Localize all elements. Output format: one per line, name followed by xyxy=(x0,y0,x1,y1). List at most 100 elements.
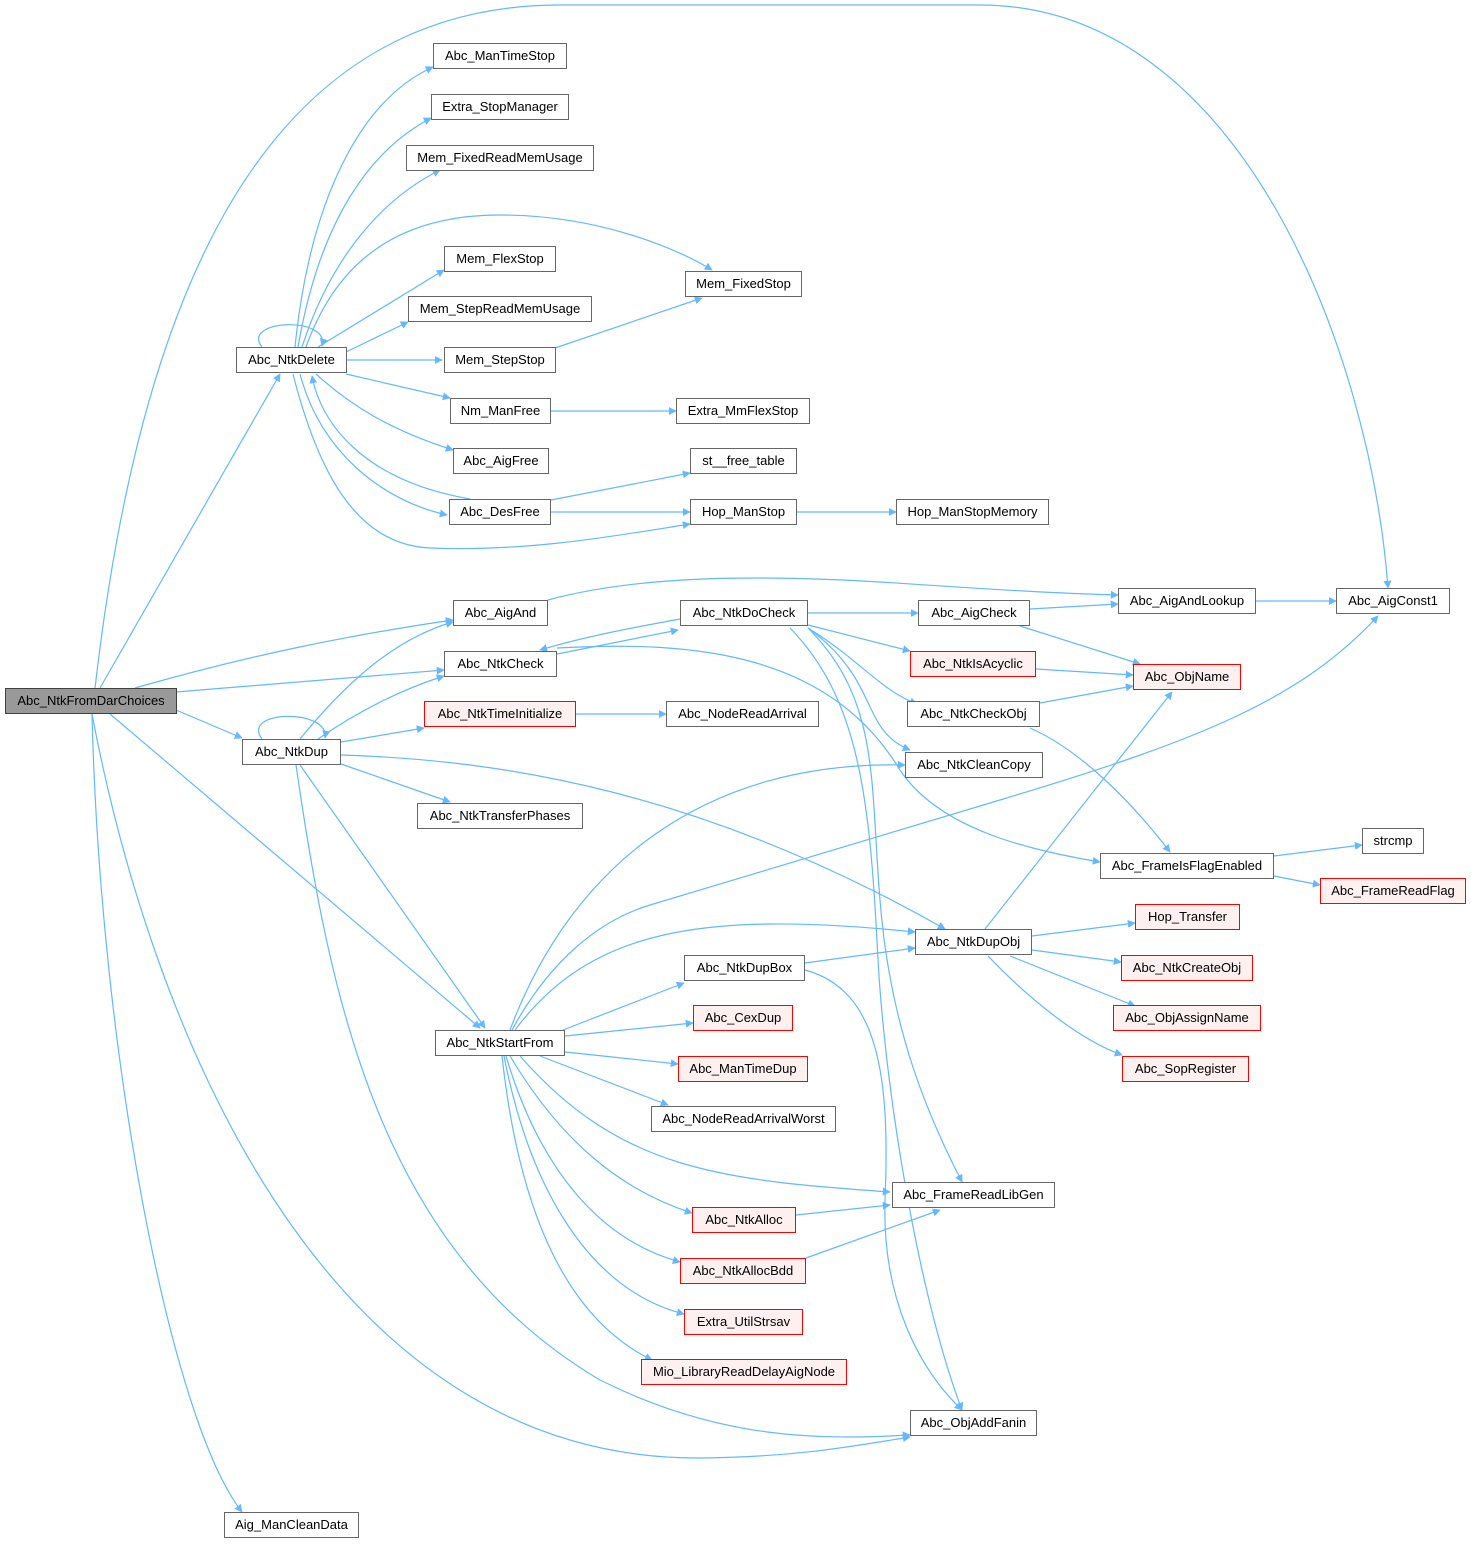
edge-ntkstartfrom-mantimedup xyxy=(564,1051,679,1068)
node-abc-ntkisacyclic[interactable]: Abc_NtkIsAcyclic xyxy=(910,651,1036,677)
node-abc-ntkdup[interactable]: Abc_NtkDup xyxy=(242,739,341,765)
edge-ntkdelete-nmmanfree xyxy=(345,373,451,401)
edge-ntkdup-objaddfanin xyxy=(295,764,911,1440)
edge-root-objaddfanin xyxy=(91,713,911,1459)
node-abc-aigandlookup[interactable]: Abc_AigAndLookup xyxy=(1118,588,1256,614)
edge-aigcheck-objname xyxy=(1019,625,1141,666)
node-abc-objaddfanin[interactable]: Abc_ObjAddFanin xyxy=(910,1410,1037,1436)
node-abc-ntkdupbox[interactable]: Abc_NtkDupBox xyxy=(684,955,805,981)
node-abc-ntkdupobj[interactable]: Abc_NtkDupObj xyxy=(915,929,1032,955)
node-abc-ntkcreateobj[interactable]: Abc_NtkCreateObj xyxy=(1121,955,1253,981)
edge-frameisflagenabled-framereadflag xyxy=(1273,875,1321,888)
edge-frameisflagenabled-strcmp xyxy=(1273,841,1363,857)
node-st-free-table[interactable]: st__free_table xyxy=(690,448,797,474)
edge-ntkdelete-extrastopmanager xyxy=(297,117,432,348)
edge-ntkdupobj-ntkcreateobj xyxy=(1031,949,1122,966)
node-abc-ntkcheckobj[interactable]: Abc_NtkCheckObj xyxy=(907,701,1040,727)
node-abc-aigfree[interactable]: Abc_AigFree xyxy=(453,448,549,474)
edge-ntkdelete-memfixedreadmemusage xyxy=(301,169,441,348)
node-abc-sopregister[interactable]: Abc_SopRegister xyxy=(1122,1056,1249,1082)
node-abc-ntkdocheck[interactable]: Abc_NtkDoCheck xyxy=(680,600,808,626)
node-abc-mantimedup[interactable]: Abc_ManTimeDup xyxy=(678,1056,808,1082)
node-abc-desfree[interactable]: Abc_DesFree xyxy=(449,499,551,525)
edge-ntkdup-ntkcheck xyxy=(317,674,445,740)
edge-desfree-ntkdelete xyxy=(309,375,471,500)
edge-root-ntkcheck xyxy=(175,666,445,693)
edge-ntkstartfrom-ntkdupbox xyxy=(562,981,685,1031)
node-abc-framereadlibgen[interactable]: Abc_FrameReadLibGen xyxy=(892,1182,1055,1208)
node-extra-stopmanager[interactable]: Extra_StopManager xyxy=(431,94,569,120)
edge-ntkdupobj-hoptransfer xyxy=(1031,919,1136,937)
node-abc-framereadflag[interactable]: Abc_FrameReadFlag xyxy=(1320,878,1466,904)
edge-ntkdocheck-ntkcheck xyxy=(539,618,681,652)
node-mem-fixedstop[interactable]: Mem_FixedStop xyxy=(685,271,802,297)
edge-ntkcheck-ntkdocheck xyxy=(556,627,679,655)
node-mem-stepreadmemusage[interactable]: Mem_StepReadMemUsage xyxy=(408,296,592,322)
node-abc-ntkallocbdd[interactable]: Abc_NtkAllocBdd xyxy=(680,1258,806,1284)
node-abc-ntktimeinitialize[interactable]: Abc_NtkTimeInitialize xyxy=(424,701,576,727)
node-hop-transfer[interactable]: Hop_Transfer xyxy=(1135,904,1240,930)
edge-ntkstartfrom-aigconst1 xyxy=(511,615,1379,1031)
node-abc-ntkalloc[interactable]: Abc_NtkAlloc xyxy=(692,1207,796,1233)
edge-desfree-stfreetable xyxy=(550,470,691,501)
node-abc-frameisflagenabled[interactable]: Abc_FrameIsFlagEnabled xyxy=(1100,853,1274,879)
node-abc-ntkfromdarchoices[interactable]: Abc_NtkFromDarChoices xyxy=(5,688,177,714)
edge-ntkdupobj-sopregister xyxy=(987,955,1123,1057)
edge-ntkdelete-memstepreadmemusage xyxy=(345,321,409,353)
node-abc-ntkcleancopy[interactable]: Abc_NtkCleanCopy xyxy=(905,752,1043,778)
edge-root-aigand xyxy=(134,617,454,689)
edge-ntkisacyclic-objname xyxy=(1035,668,1134,679)
node-abc-objassignname[interactable]: Abc_ObjAssignName xyxy=(1113,1005,1261,1031)
edge-ntkdup-ntkdupobj xyxy=(340,754,946,930)
edge-ntkcheck-frameisflagenabled xyxy=(556,645,1101,865)
node-hop-manstopmemory[interactable]: Hop_ManStopMemory xyxy=(896,499,1049,525)
node-mio-libraryreaddelayaignode[interactable]: Mio_LibraryReadDelayAigNode xyxy=(641,1359,847,1385)
node-extra-mmflexstop[interactable]: Extra_MmFlexStop xyxy=(676,398,810,424)
edge-ntkcheckobj-frameisflagenabled xyxy=(1029,727,1171,853)
edge-ntkdupbox-objaddfanin xyxy=(804,969,963,1411)
node-abc-ntkstartfrom[interactable]: Abc_NtkStartFrom xyxy=(435,1030,565,1056)
node-abc-ntkcheck[interactable]: Abc_NtkCheck xyxy=(444,651,557,677)
node-abc-ntktransferphases[interactable]: Abc_NtkTransferPhases xyxy=(417,803,583,829)
edge-aigcheck-aigandlookup xyxy=(1029,600,1119,610)
node-abc-mantimestop[interactable]: Abc_ManTimeStop xyxy=(433,43,567,69)
edge-ntkdup-aigand xyxy=(299,620,454,740)
edge-ntkdup-ntktimeinit xyxy=(340,725,425,743)
node-abc-nodereadarrivalworst[interactable]: Abc_NodeReadArrivalWorst xyxy=(651,1106,836,1132)
node-abc-nodereadarrival[interactable]: Abc_NodeReadArrival xyxy=(666,701,819,727)
node-mem-fixedreadmemusage[interactable]: Mem_FixedReadMemUsage xyxy=(406,145,594,171)
edge-ntkstartfrom-extrautilstrsav xyxy=(503,1055,685,1317)
node-hop-manstop[interactable]: Hop_ManStop xyxy=(690,499,797,525)
edge-ntkstartfrom-ntkallocbdd xyxy=(505,1055,681,1264)
edge-ntkstartfrom-ntkdupobj xyxy=(514,923,916,1031)
node-mem-flexstop[interactable]: Mem_FlexStop xyxy=(444,246,556,272)
node-extra-utilstrsav[interactable]: Extra_UtilStrsav xyxy=(684,1309,803,1335)
edge-ntkstartfrom-miolibrary xyxy=(501,1055,653,1361)
edge-ntkstartfrom-nodereadarrivalworst xyxy=(539,1055,669,1107)
edge-ntkdocheck-objaddfanin xyxy=(789,627,964,1411)
edge-ntkdupobj-objassignname xyxy=(1009,955,1136,1008)
node-abc-aigcheck[interactable]: Abc_AigCheck xyxy=(918,600,1030,626)
edge-ntkstartfrom-framereadlibgen xyxy=(519,1055,891,1196)
node-abc-aigand[interactable]: Abc_AigAnd xyxy=(453,600,548,626)
node-abc-ntkdelete[interactable]: Abc_NtkDelete xyxy=(236,347,347,373)
node-abc-cexdup[interactable]: Abc_CexDup xyxy=(693,1005,793,1031)
edge-ntkdelete-self xyxy=(258,324,328,348)
edge-ntkdelete-mantimestop xyxy=(294,66,434,348)
edge-root-ntkdelete xyxy=(99,373,281,689)
edge-ntkstartfrom-ntkcleancopy xyxy=(509,760,906,1031)
edge-ntkalloc-framereadlibgen xyxy=(795,1201,891,1216)
edge-ntkdup-self xyxy=(258,715,331,740)
node-strcmp[interactable]: strcmp xyxy=(1362,828,1424,854)
node-abc-aigconst1[interactable]: Abc_AigConst1 xyxy=(1336,588,1450,614)
node-nm-manfree[interactable]: Nm_ManFree xyxy=(450,398,551,424)
edge-ntkdocheck-ntkcleancopy xyxy=(807,627,911,752)
node-mem-stepstop[interactable]: Mem_StepStop xyxy=(444,347,556,373)
node-aig-mancleandata[interactable]: Aig_ManCleanData xyxy=(224,1512,359,1538)
edge-ntkdup-ntktransferphases xyxy=(340,763,451,804)
edge-root-aigmancleandata xyxy=(91,713,243,1513)
edge-ntkdocheck-ntkcheckobj xyxy=(807,627,918,706)
node-abc-objname[interactable]: Abc_ObjName xyxy=(1133,664,1241,690)
edge-ntkdupobj-objname xyxy=(984,691,1173,930)
